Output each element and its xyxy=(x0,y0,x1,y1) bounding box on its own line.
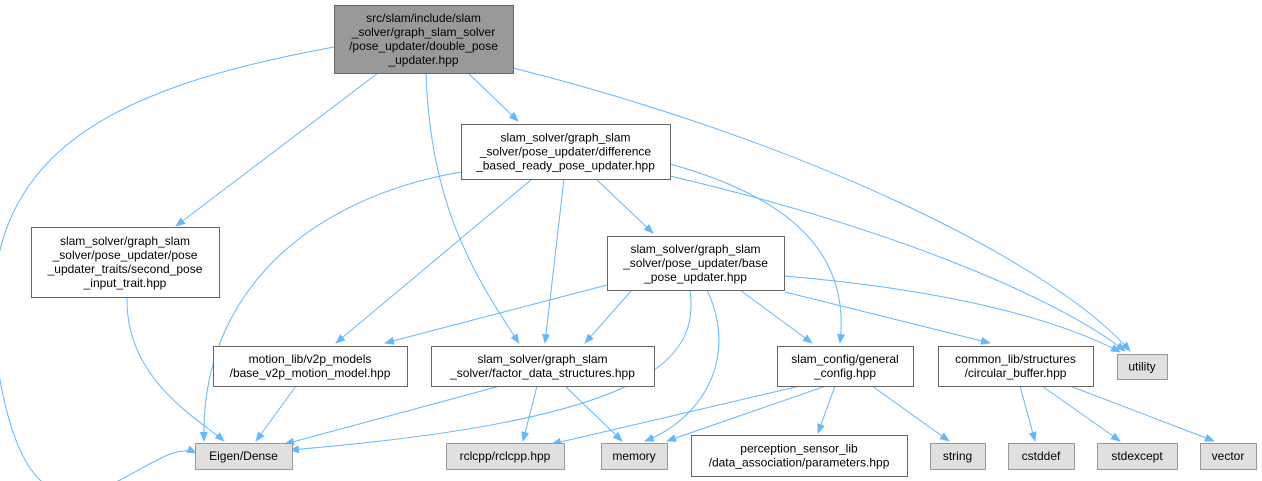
edge-config-to-memory xyxy=(666,385,827,442)
edge-diff-to-factor xyxy=(542,178,565,344)
node-label-line: _based_ready_pose_updater.hpp xyxy=(475,159,655,173)
node-label-line: /circular_buffer.hpp xyxy=(965,366,1067,380)
edge-root-to-diff xyxy=(467,72,519,122)
node-rclcpp[interactable]: rclcpp/rclcpp.hpp xyxy=(446,443,565,470)
node-box xyxy=(691,435,908,477)
edge-factor-to-memory xyxy=(564,385,623,442)
node-box xyxy=(1117,354,1168,380)
node-vector[interactable]: vector xyxy=(1200,443,1257,470)
nodes-layer: src/slam/include/slam_solver/graph_slam_… xyxy=(31,5,1257,477)
edge-config-to-percep xyxy=(817,385,836,434)
node-label-line: _solver/pose_updater/difference xyxy=(479,145,652,159)
node-label-line: slam_solver/graph_slam xyxy=(630,242,760,256)
edge-base-to-circ xyxy=(784,291,991,345)
edge-base-to-motion xyxy=(384,284,608,345)
node-label-line: Eigen/Dense xyxy=(209,449,278,463)
node-label-line: motion_lib/v2p_models xyxy=(249,352,372,366)
node-utility[interactable]: utility xyxy=(1117,354,1168,380)
node-box xyxy=(777,346,914,387)
node-eigen[interactable]: Eigen/Dense xyxy=(195,443,293,470)
node-stdexcept[interactable]: stdexcept xyxy=(1097,443,1178,470)
edge-factor-to-eigen xyxy=(284,385,501,446)
node-label-line: _input_trait.hpp xyxy=(83,276,167,290)
node-box xyxy=(461,124,671,180)
node-label-line: _updater.hpp xyxy=(387,53,458,67)
edge-base-to-utility xyxy=(783,275,1121,353)
node-label-line: _pose_updater.hpp xyxy=(643,270,747,284)
node-label-line: src/slam/include/slam xyxy=(366,11,481,25)
edge-diff-to-base xyxy=(595,178,654,234)
edge-base-to-memory xyxy=(644,289,720,442)
node-box xyxy=(31,227,220,298)
edge-root-to-factor xyxy=(425,72,520,344)
node-label-line: slam_config/general xyxy=(791,352,898,366)
node-trait[interactable]: slam_solver/graph_slam_solver/pose_updat… xyxy=(31,227,220,298)
edges-layer xyxy=(0,46,1215,481)
edge-diff-to-eigen xyxy=(199,171,462,442)
edge-root-to-eigen xyxy=(0,46,335,481)
node-box xyxy=(938,346,1094,387)
edge-diff-to-utility xyxy=(669,175,1126,352)
node-config[interactable]: slam_config/general_config.hpp xyxy=(777,346,914,387)
node-string[interactable]: string xyxy=(930,443,986,470)
node-label-line: _solver/factor_data_structures.hpp xyxy=(449,366,635,380)
node-box xyxy=(213,346,408,387)
edge-circ-to-stdexcept xyxy=(1041,385,1121,442)
node-label-line: /base_v2p_motion_model.hpp xyxy=(230,366,391,380)
node-factor[interactable]: slam_solver/graph_slam_solver/factor_dat… xyxy=(431,346,655,387)
node-box xyxy=(195,443,293,470)
node-box xyxy=(446,443,565,470)
edge-circ-to-vector xyxy=(1069,385,1215,442)
node-label-line: stdexcept xyxy=(1111,449,1163,463)
node-root[interactable]: src/slam/include/slam_solver/graph_slam_… xyxy=(334,5,514,74)
node-label-line: vector xyxy=(1212,449,1245,463)
edge-factor-to-rclcpp xyxy=(521,385,538,442)
edge-circ-to-cstddef xyxy=(1019,385,1037,442)
edge-base-to-factor xyxy=(584,289,633,344)
node-label-line: slam_solver/graph_slam xyxy=(60,234,190,248)
edge-trait-to-eigen xyxy=(126,296,225,442)
edge-base-to-config xyxy=(739,289,813,344)
node-box xyxy=(1200,443,1257,470)
node-label-line: slam_solver/graph_slam xyxy=(477,352,607,366)
edge-root-to-trait xyxy=(175,72,379,227)
node-label-line: _solver/pose_updater/base xyxy=(622,256,768,270)
node-label-line: _config.hpp xyxy=(813,366,876,380)
node-memory[interactable]: memory xyxy=(601,443,668,470)
node-label-line: _solver/graph_slam_solver xyxy=(351,25,495,39)
node-label-line: cstddef xyxy=(1022,449,1061,463)
edge-root-to-utility xyxy=(512,67,1131,352)
edge-motion-to-eigen xyxy=(255,385,297,442)
node-cstddef[interactable]: cstddef xyxy=(1008,443,1075,470)
node-box xyxy=(607,236,785,291)
node-label-line: /data_association/parameters.hpp xyxy=(709,456,890,470)
node-label-line: /pose_updater/double_pose xyxy=(349,39,498,53)
node-label-line: common_lib/structures xyxy=(955,352,1076,366)
node-label-line: slam_solver/graph_slam xyxy=(500,131,630,145)
node-box xyxy=(431,346,655,387)
node-label-line: rclcpp/rclcpp.hpp xyxy=(460,449,551,463)
node-box xyxy=(334,5,514,74)
edge-diff-to-config xyxy=(669,163,846,344)
node-label-line: perception_sensor_lib xyxy=(740,442,858,456)
edge-config-to-string xyxy=(871,385,950,442)
node-label-line: string xyxy=(943,449,972,463)
node-percep[interactable]: perception_sensor_lib/data_association/p… xyxy=(691,435,908,477)
node-box xyxy=(1097,443,1178,470)
node-label-line: _solver/pose_updater/pose xyxy=(52,248,198,262)
node-box xyxy=(1008,443,1075,470)
node-base[interactable]: slam_solver/graph_slam_solver/pose_updat… xyxy=(607,236,785,291)
edge-config-to-rclcpp xyxy=(551,385,801,446)
node-motion[interactable]: motion_lib/v2p_models/base_v2p_motion_mo… xyxy=(213,346,408,387)
edge-diff-to-motion xyxy=(335,178,533,344)
node-label-line: memory xyxy=(612,449,655,463)
node-label-line: _updater_traits/second_pose xyxy=(47,262,203,276)
node-circ[interactable]: common_lib/structures/circular_buffer.hp… xyxy=(938,346,1094,387)
node-label-line: utility xyxy=(1128,360,1155,374)
node-box xyxy=(601,443,668,470)
node-box xyxy=(930,443,986,470)
node-diff[interactable]: slam_solver/graph_slam_solver/pose_updat… xyxy=(461,124,671,180)
